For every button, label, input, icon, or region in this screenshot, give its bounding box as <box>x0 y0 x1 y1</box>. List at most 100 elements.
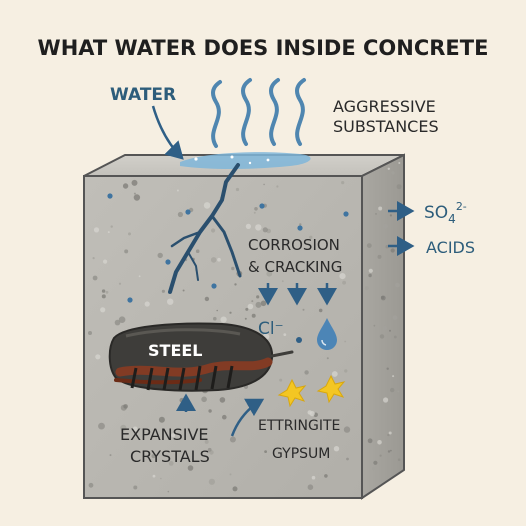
aggregate-speckle <box>377 254 382 259</box>
aggregate-speckle <box>231 266 235 271</box>
aggregate-speckle <box>253 211 256 214</box>
aggregate-speckle <box>331 371 338 377</box>
aggregate-speckle <box>299 223 302 226</box>
aggregate-speckle <box>219 397 226 403</box>
aggregate-speckle <box>124 249 129 254</box>
aggregate-speckle <box>311 475 316 480</box>
aggregate-speckle <box>251 300 254 303</box>
steel-rebar: STEEL <box>108 322 294 392</box>
aggregate-speckle <box>167 298 174 305</box>
aggregate-speckle <box>157 252 163 259</box>
water-spot <box>107 193 113 199</box>
aggregate-speckle <box>216 309 218 312</box>
aggregate-speckle <box>118 282 122 285</box>
crystal-icons <box>277 374 346 408</box>
aggregate-speckle <box>256 295 260 299</box>
aggregate-speckle <box>391 171 395 175</box>
aggregate-speckle <box>342 280 346 285</box>
aggregate-speckle <box>208 478 215 485</box>
acids-label: ACIDS <box>426 238 475 257</box>
star-crystal-icon <box>316 374 346 404</box>
aggregate-speckle <box>176 189 179 192</box>
aggregate-speckle <box>378 206 383 211</box>
aggregate-speckle <box>144 301 150 307</box>
aggregate-speckle <box>109 454 112 457</box>
aggregate-speckle <box>382 223 388 229</box>
aggregate-speckle <box>346 457 349 461</box>
aggregate-speckle <box>213 316 217 321</box>
aggregate-speckle <box>397 390 400 393</box>
aggregate-speckle <box>343 426 351 433</box>
aggregate-speckle <box>229 311 232 314</box>
aggregate-speckle <box>114 319 121 326</box>
aggregate-speckle <box>133 192 136 195</box>
aggregate-speckle <box>380 295 385 300</box>
aggregate-speckle <box>279 378 283 382</box>
aggregate-speckle <box>217 257 221 262</box>
sulfate-base: SO <box>424 203 448 223</box>
aggregate-speckle <box>93 227 100 233</box>
aggregate-speckle <box>207 447 212 452</box>
aggregate-speckle <box>128 232 131 236</box>
vapor-icon <box>211 78 306 148</box>
aggregate-speckle <box>88 331 92 335</box>
aggregate-speckle <box>302 308 305 311</box>
aggregate-speckle <box>88 482 94 488</box>
aggregate-speckle <box>133 485 138 490</box>
aggregate-speckle <box>324 474 328 478</box>
aggregate-speckle <box>281 280 284 283</box>
aggregate-speckle <box>344 340 347 343</box>
sulfate-label: SO42- <box>424 200 467 226</box>
aggregate-speckle <box>392 315 398 320</box>
expansive-label-line1: EXPANSIVE <box>120 425 209 444</box>
water-spot <box>297 225 303 231</box>
aggregate-speckle <box>232 486 238 492</box>
aggregate-speckle <box>367 438 373 444</box>
aggregate-speckle <box>373 324 376 327</box>
aggregate-speckle <box>388 431 392 435</box>
aggregate-speckle <box>266 270 273 277</box>
aggregate-speckle <box>383 397 389 403</box>
aggregate-speckle <box>118 316 126 324</box>
aggregate-speckle <box>398 214 401 217</box>
chloride-label: Cl⁻ <box>258 319 284 339</box>
aggregate-speckle <box>245 307 249 311</box>
crack <box>168 163 242 294</box>
water-spot <box>185 209 191 215</box>
aggregate-speckle <box>364 286 369 291</box>
aggregate-speckle <box>393 335 397 339</box>
aggregate-speckle <box>368 273 372 278</box>
water-spot <box>259 203 265 209</box>
aggregate-speckle <box>122 183 129 189</box>
aggregate-speckle <box>254 207 258 211</box>
aggregate-speckle <box>373 460 378 465</box>
aggressive-label-line2: SUBSTANCES <box>333 117 439 136</box>
aggregate-speckle <box>179 397 185 403</box>
aggregate-speckle <box>168 461 174 466</box>
aggregate-speckle <box>255 224 262 231</box>
aggregate-speckle <box>95 354 101 360</box>
aggregate-speckle <box>244 317 247 320</box>
steel-label: STEEL <box>148 341 203 360</box>
water-spot <box>343 211 349 217</box>
aggregate-speckle <box>283 333 287 336</box>
aggregate-speckle <box>387 167 390 170</box>
aggregate-speckle <box>382 325 388 331</box>
chloride-ion-dot <box>296 337 302 343</box>
aggregate-speckle <box>160 477 162 480</box>
water-spot <box>165 259 171 265</box>
water-arrow-icon <box>151 105 184 160</box>
star-crystal-icon <box>277 378 307 408</box>
sulfate-subscript: 4 <box>448 212 456 226</box>
aggregate-speckle <box>392 375 395 378</box>
aggregate-speckle <box>203 202 211 209</box>
aggregate-speckle <box>107 231 110 234</box>
aggregate-speckle <box>208 409 212 413</box>
aggregate-speckle <box>210 257 217 263</box>
aggregate-speckle <box>222 414 227 420</box>
aggregate-speckle <box>101 294 106 299</box>
aggregate-speckle <box>333 446 340 452</box>
aggregate-speckle <box>92 257 95 260</box>
ettringite-label: ETTRINGITE <box>258 418 340 434</box>
